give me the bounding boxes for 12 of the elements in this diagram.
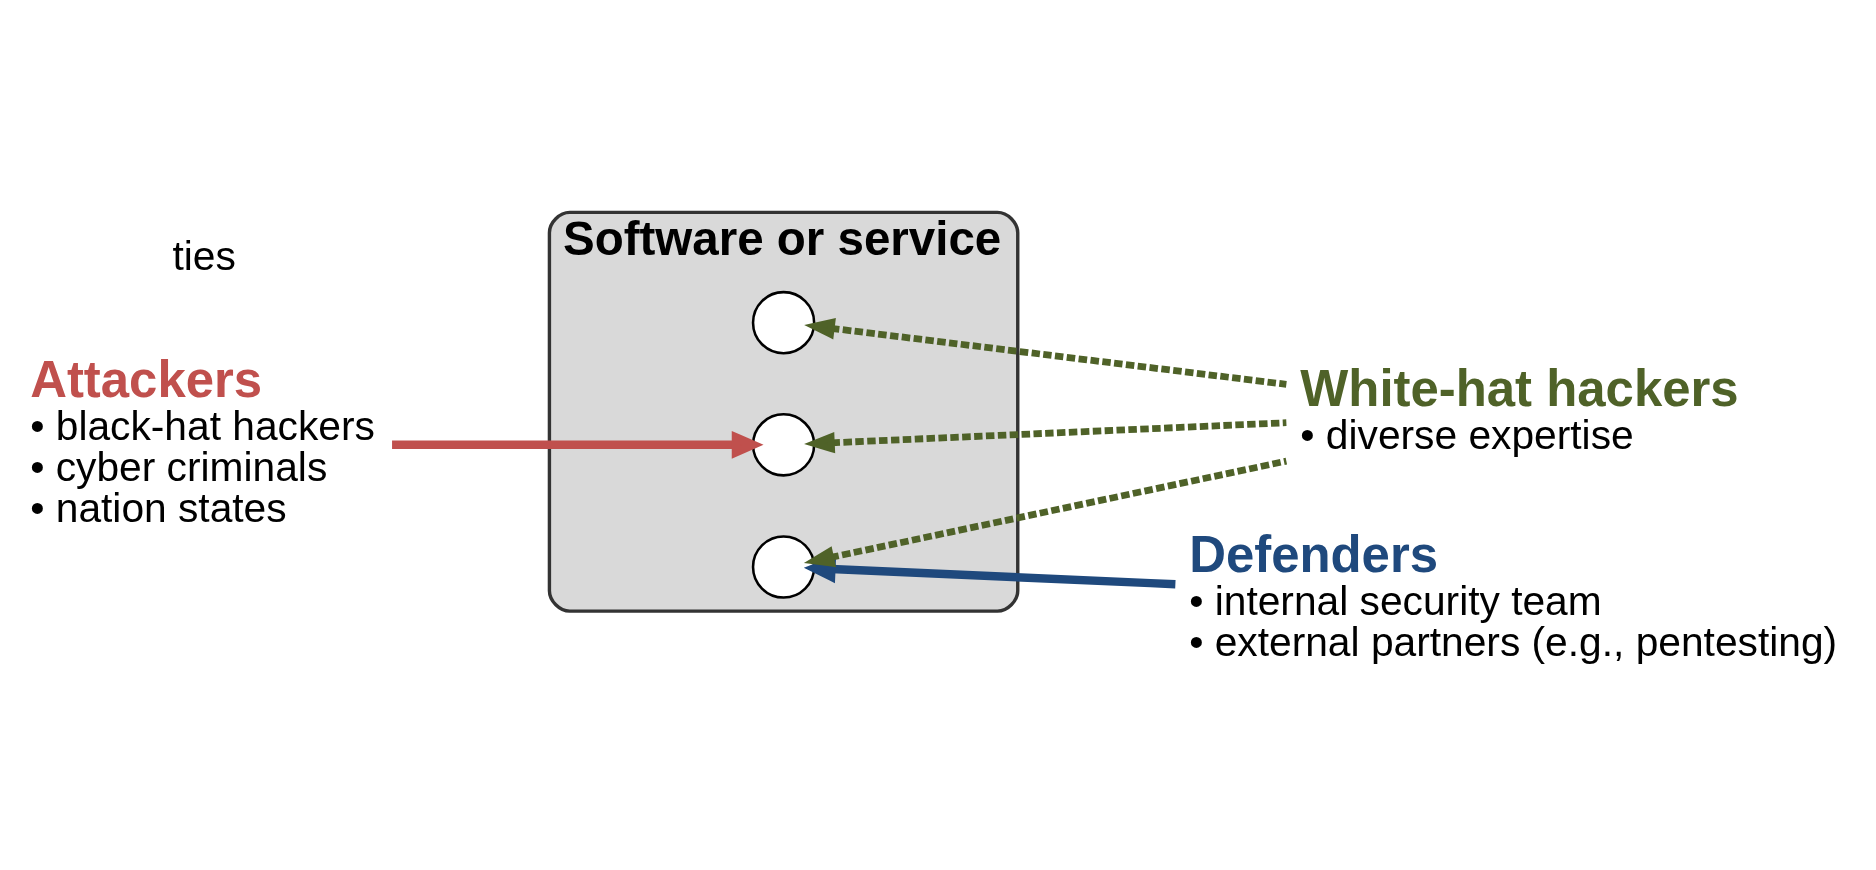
- node-text: Defenders • internal security team • external partners (e.g., pentesting): [1189, 525, 1838, 665]
- node-circle: [751, 412, 816, 477]
- node-text: White-hat hackers • diverse expertise: [1300, 359, 1739, 458]
- cluster: Software or service: [547, 210, 1020, 613]
- node-circle: [751, 534, 816, 599]
- arrow: [392, 430, 764, 459]
- node-text: Attackers • black-hat hackers • cyber criminals • nation states: [30, 350, 375, 531]
- label: ties: [172, 232, 236, 279]
- arrow: [803, 457, 1288, 567]
- arrow: [804, 418, 1287, 453]
- node-circle: [751, 290, 816, 354]
- arrow: [804, 317, 1287, 388]
